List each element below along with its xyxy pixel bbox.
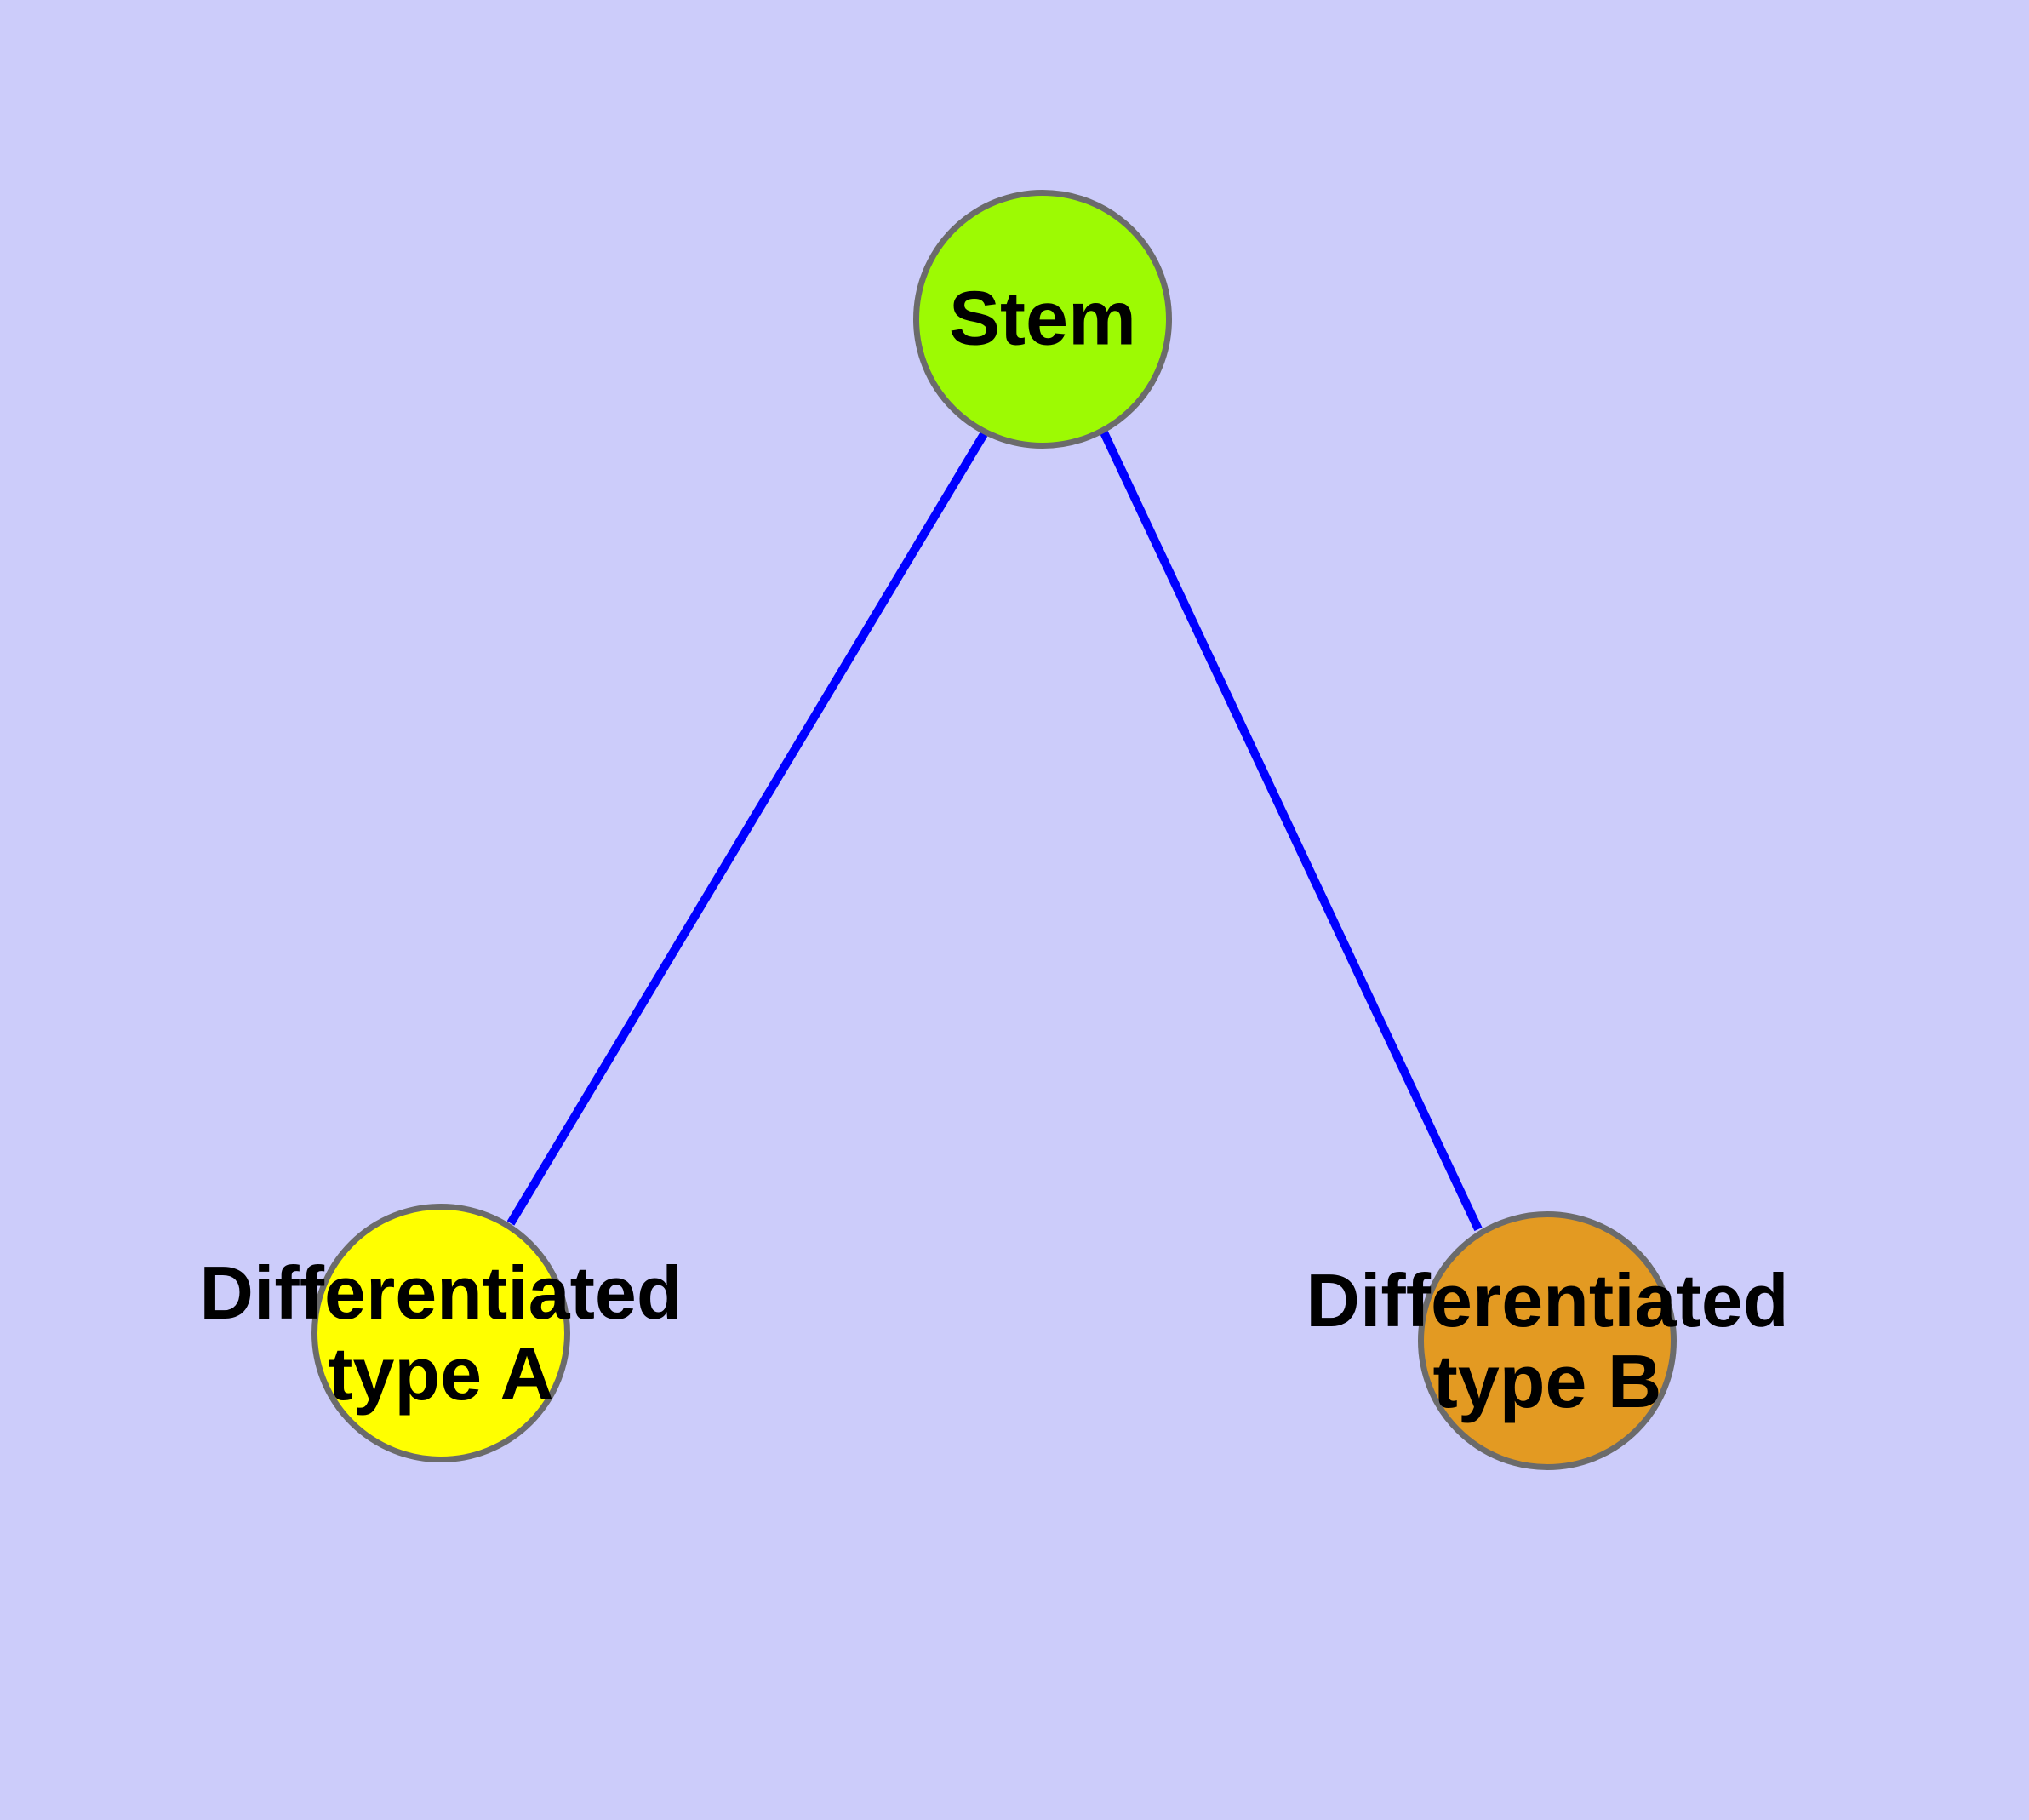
node-label-stem: Stem [948,276,1137,362]
graph-node-differentiated-type-a[interactable]: Differentiated type A [199,1204,683,1462]
edge-stem-to-type-a [506,432,988,1226]
edge-stem-to-type-b [1100,430,1483,1232]
graph-node-stem[interactable]: Stem [913,190,1172,449]
graph-node-differentiated-type-b[interactable]: Differentiated type B [1306,1211,1789,1470]
